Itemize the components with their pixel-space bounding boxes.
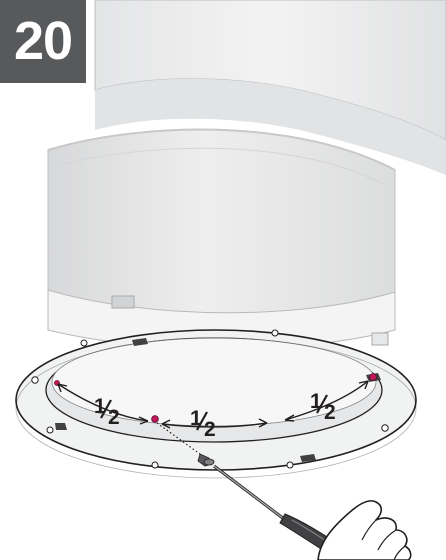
svg-text:2: 2	[324, 401, 336, 424]
svg-text:1: 1	[94, 395, 106, 418]
duct-icon	[48, 0, 446, 349]
svg-text:1: 1	[310, 390, 322, 413]
svg-text:1: 1	[190, 407, 202, 430]
trim-ring-icon	[16, 330, 416, 478]
hand-icon	[318, 501, 411, 560]
svg-text:2: 2	[204, 418, 216, 441]
step-number-badge: 20	[0, 0, 86, 83]
svg-text:2: 2	[108, 406, 120, 429]
